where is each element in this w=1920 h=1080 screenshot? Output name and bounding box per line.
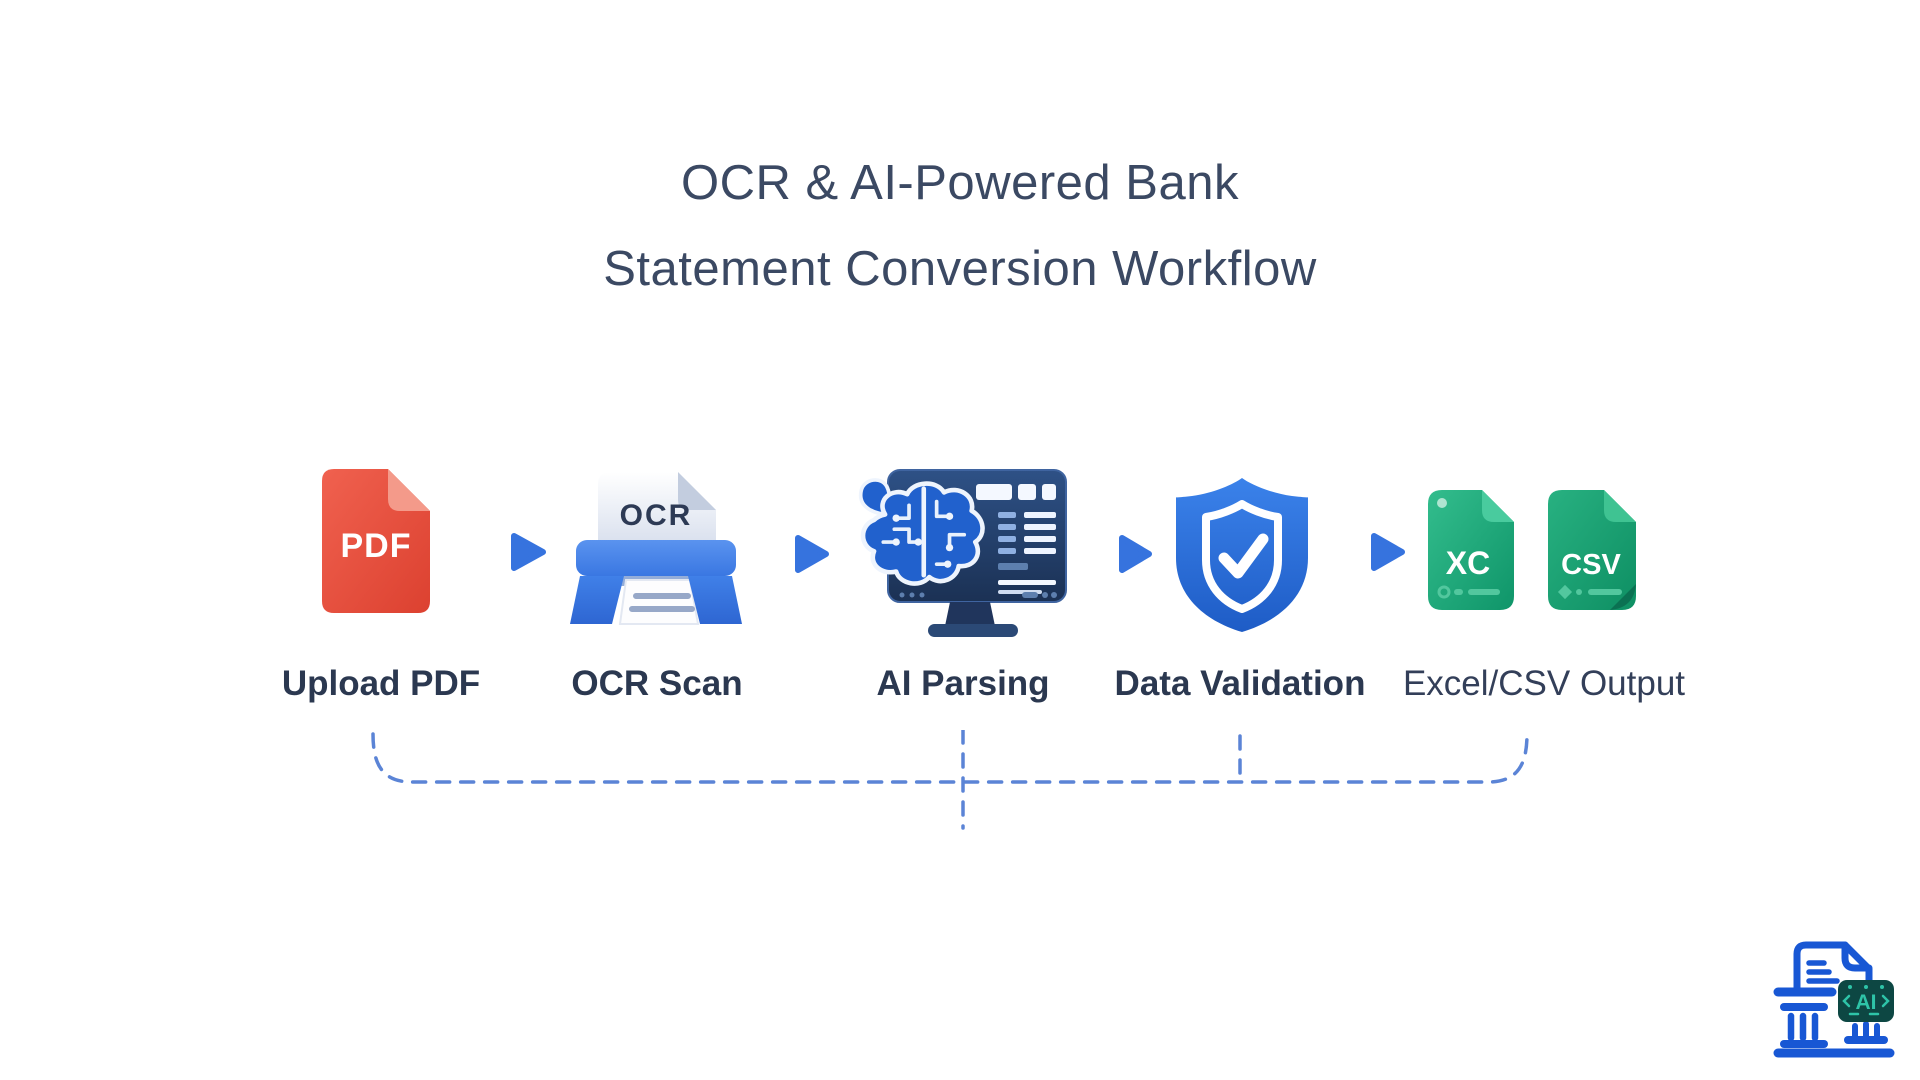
ai-brain-monitor-icon: [858, 469, 1067, 637]
page-title-line2: Statement Conversion Workflow: [603, 242, 1317, 296]
bank-ai-logo: AI: [1773, 941, 1895, 1058]
ocr-scanner-icon: OCR: [570, 472, 742, 625]
flow-arrow-icon: [748, 535, 829, 573]
pdf-file-icon: PDF: [322, 469, 430, 613]
step-label-upload-pdf: Upload PDF: [281, 664, 481, 703]
flow-arrow-icon: [1092, 535, 1152, 573]
step-label-ocr-scan: OCR Scan: [571, 664, 743, 703]
ai-chip-icon: [1838, 980, 1894, 1022]
step-label-data-validation: Data Validation: [1114, 664, 1366, 703]
page-title: OCR & AI-Powered Bank Statement Conversi…: [0, 140, 1920, 312]
logo-document-icon: [1793, 941, 1873, 992]
page-title-line1: OCR & AI-Powered Bank: [681, 156, 1239, 210]
pdf-badge-text: PDF: [341, 527, 412, 565]
csv-badge-text: CSV: [1561, 549, 1621, 581]
shield-check-icon: [1176, 478, 1308, 632]
dashed-connector: [371, 730, 1529, 830]
excel-badge-text: XC: [1446, 545, 1490, 581]
step-label-excel-csv-output: Excel/CSV Output: [1402, 664, 1686, 703]
flow-arrow-icon: [451, 533, 546, 571]
ai-chip-text: AI: [1856, 991, 1877, 1014]
step-label-ai-parsing: AI Parsing: [876, 664, 1050, 703]
brain-glyph: [858, 478, 985, 586]
csv-file-icon: CSV: [1548, 490, 1636, 610]
ocr-badge-text: OCR: [620, 499, 693, 532]
flow-arrow-icon: [1316, 533, 1405, 571]
excel-file-icon: XC: [1428, 490, 1514, 610]
